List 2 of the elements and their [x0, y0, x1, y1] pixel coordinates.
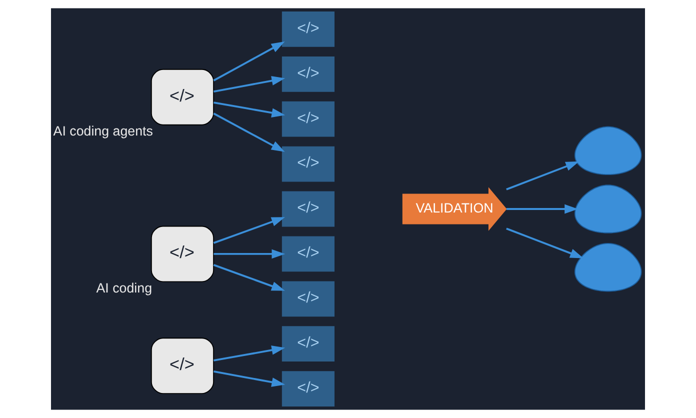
node-label: AI coding	[96, 280, 152, 296]
node-label: AI coding agents	[53, 124, 153, 139]
